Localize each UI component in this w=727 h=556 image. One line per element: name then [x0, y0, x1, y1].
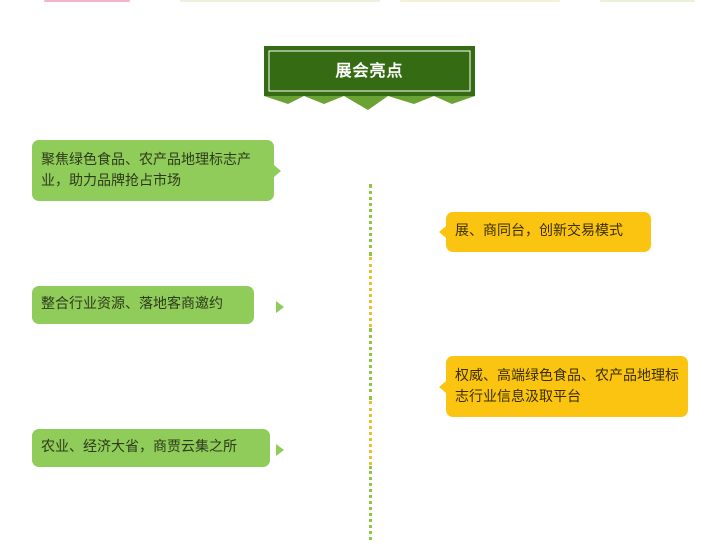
highlight-bubble-brand-market: 聚焦绿色食品、农产品地理标志产业，助力品牌抢占市场: [32, 140, 281, 201]
pointer-arrow-icon: [276, 301, 284, 313]
highlight-bubble-industry-resources: 整合行业资源、落地客商邀约: [32, 286, 254, 324]
page-title: 展会亮点: [335, 61, 404, 80]
banner-ribbon-shape: [264, 46, 475, 110]
timeline-segment: [369, 401, 372, 465]
timeline-segment: [369, 328, 372, 400]
timeline-segment: [369, 184, 372, 256]
header-banner: 展会亮点: [264, 46, 475, 110]
timeline-segment: [369, 257, 372, 327]
highlight-bubble-trade-model: 展、商同台，创新交易模式: [439, 212, 651, 252]
pointer-arrow-icon: [276, 444, 284, 456]
highlight-text: 农业、经济大省，商贾云集之所: [41, 439, 237, 455]
highlight-text: 展、商同台，创新交易模式: [455, 223, 623, 239]
highlight-text: 聚焦绿色食品、农产品地理标志产业，助力品牌抢占市场: [41, 152, 251, 189]
timeline-segment: [369, 466, 372, 540]
highlight-text: 权威、高端绿色食品、农产品地理标志行业信息汲取平台: [455, 368, 679, 405]
highlight-bubble-agriculture-province: 农业、经济大省，商贾云集之所: [32, 429, 270, 467]
top-decoration-strip: [0, 0, 727, 3]
highlight-text: 整合行业资源、落地客商邀约: [41, 296, 223, 312]
highlight-bubble-info-platform: 权威、高端绿色食品、农产品地理标志行业信息汲取平台: [439, 356, 688, 417]
